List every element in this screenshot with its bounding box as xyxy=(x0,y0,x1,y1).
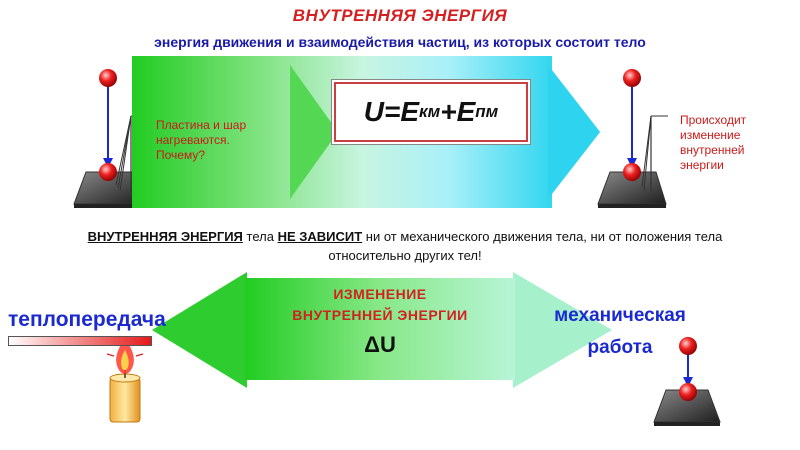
statement-emphasis: НЕ ЗАВИСИТ xyxy=(277,229,363,244)
right-ball-top xyxy=(623,69,641,87)
work-ball-top xyxy=(679,337,697,355)
left-note: Пластина и шар нагреваются. Почему? xyxy=(156,118,247,162)
work-ball-bottom xyxy=(679,383,697,401)
page-subtitle: энергия движения и взаимодействия частиц… xyxy=(154,34,646,50)
change-title: ИЗМЕНЕНИЕ ВНУТРЕННЕЙ ЭНЕРГИИ xyxy=(292,286,468,323)
right-ball-bottom xyxy=(623,163,641,181)
heat-transfer-label: теплопередача xyxy=(8,308,166,331)
left-ball-bottom xyxy=(99,163,117,181)
arrowhead-right xyxy=(513,272,612,388)
mechanical-work-label: механическая работа xyxy=(554,305,686,358)
right-apparatus xyxy=(597,69,668,208)
delta-u-symbol: ΔU xyxy=(364,332,396,357)
right-note: Происходит изменение внутренней энергии xyxy=(680,113,747,172)
work-apparatus xyxy=(653,337,721,426)
arrowhead-left xyxy=(152,272,247,388)
left-ball-top xyxy=(99,69,117,87)
page-title: ВНУТРЕННЯЯ ЭНЕРГИЯ xyxy=(292,6,508,25)
statement-term: ВНУТРЕННЯЯ ЭНЕРГИЯ xyxy=(87,229,243,244)
heat-gradient-bar xyxy=(8,336,152,346)
candle-icon xyxy=(106,338,144,423)
independence-statement: ВНУТРЕННЯЯ ЭНЕРГИЯ тела НЕ ЗАВИСИТ ни от… xyxy=(87,229,723,263)
change-gradient-band xyxy=(245,278,515,380)
